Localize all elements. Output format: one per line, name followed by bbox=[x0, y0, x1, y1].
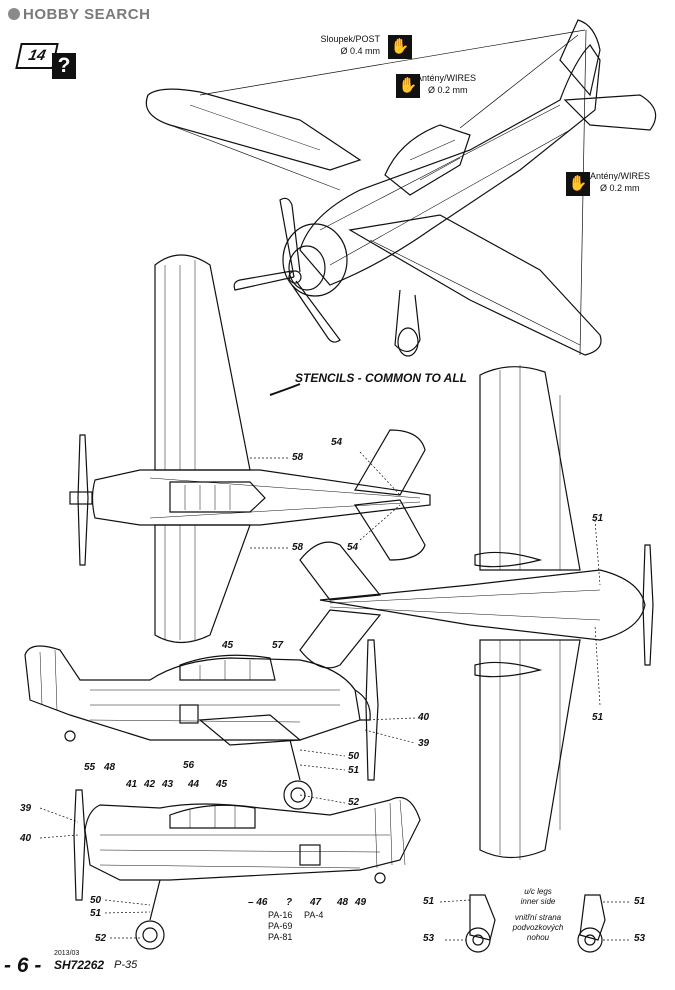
logo-text: HOBBY SEARCH bbox=[23, 6, 151, 23]
callout-number: 40 bbox=[20, 833, 32, 844]
hand-icon: ✋ bbox=[388, 35, 412, 59]
question-box: ? bbox=[52, 53, 76, 79]
callout-number: 42 bbox=[144, 779, 156, 790]
callout-number: 40 bbox=[418, 712, 430, 723]
hobby-search-logo: HOBBY SEARCH bbox=[8, 6, 150, 23]
side-view-upper bbox=[24, 639, 379, 810]
callout-number: 58 bbox=[292, 542, 304, 553]
hand-icon: ✋ bbox=[566, 172, 590, 196]
callout-number: 48 bbox=[104, 762, 116, 773]
callout-number: 41 bbox=[126, 779, 138, 790]
callout-number: 51 bbox=[592, 712, 604, 723]
pa-item: PA-81 bbox=[268, 932, 293, 942]
uc-legs-note: u/c legs inner side vnitřní strana podvo… bbox=[503, 887, 573, 943]
perspective-view bbox=[145, 19, 657, 357]
leader-lines bbox=[39, 451, 630, 941]
callout-number: 39 bbox=[418, 738, 430, 749]
callout-label: Antény/WIRES bbox=[590, 171, 651, 181]
callout-number: 53 bbox=[423, 933, 435, 944]
callout-number: ? bbox=[286, 897, 293, 908]
top-view bbox=[69, 254, 431, 644]
callout-number: 56 bbox=[183, 760, 195, 771]
pa-item: PA-69 bbox=[268, 921, 293, 931]
footer-date: 2013/03 bbox=[54, 950, 80, 957]
n46: 46 bbox=[256, 897, 268, 908]
callout-label: Antény/WIRES bbox=[416, 73, 477, 83]
uc-line: inner side bbox=[520, 897, 556, 906]
logo-mark-icon bbox=[8, 8, 20, 20]
uc-line: u/c legs bbox=[524, 887, 552, 896]
pa-list: PA-16 PA-69 PA-81 bbox=[268, 910, 292, 943]
callout-dim: Ø 0.2 mm bbox=[428, 85, 468, 95]
hand-icon: ✋ bbox=[396, 74, 420, 98]
callout-number: 53 bbox=[634, 933, 646, 944]
callout-number: 45 bbox=[216, 779, 228, 790]
pa-item: PA-16 bbox=[268, 910, 293, 920]
callout-number: 43 bbox=[162, 779, 174, 790]
model-name: P-35 bbox=[114, 959, 138, 971]
stencils-title: STENCILS - COMMON TO ALL bbox=[295, 371, 467, 385]
callout-number: 51 bbox=[592, 513, 604, 524]
callout-number: 57 bbox=[272, 640, 284, 651]
callout-label: Sloupek/POST bbox=[320, 34, 380, 44]
callout-number: 58 bbox=[292, 452, 304, 463]
callout-number: 49 bbox=[355, 897, 367, 908]
bottom-view bbox=[299, 365, 654, 860]
callout-number: 47 bbox=[310, 897, 322, 908]
callout-number: 54 bbox=[331, 437, 343, 448]
callout-post: Sloupek/POST Ø 0.4 mm bbox=[318, 33, 380, 57]
callout-number: 44 bbox=[188, 779, 200, 790]
uc-line: vnitřní strana bbox=[514, 913, 562, 922]
callout-number: 48 bbox=[337, 897, 349, 908]
product-code: SH72262 bbox=[54, 958, 105, 972]
callout-number: 51 bbox=[90, 908, 102, 919]
uc-line: podvozkových bbox=[512, 923, 564, 932]
callout-number: 54 bbox=[347, 542, 359, 553]
page-number: - 6 - bbox=[4, 954, 42, 977]
callout-dim: Ø 0.4 mm bbox=[340, 46, 380, 56]
callout-number: 51 bbox=[348, 765, 360, 776]
callout-number: 51 bbox=[634, 896, 646, 907]
uc-line: nohou bbox=[526, 933, 550, 942]
callout-dim: Ø 0.2 mm bbox=[600, 183, 640, 193]
callout-number: 39 bbox=[20, 803, 32, 814]
side-view-lower bbox=[73, 789, 421, 950]
callout-number: 52 bbox=[95, 933, 107, 944]
pa-side: PA-4 bbox=[304, 910, 324, 920]
callout-number: 52 bbox=[348, 797, 360, 808]
callout-number: 50 bbox=[90, 895, 102, 906]
callout-number: 51 bbox=[423, 896, 435, 907]
callout-wires-1: Antény/WIRES Ø 0.2 mm bbox=[416, 72, 480, 96]
callout-number: 50 bbox=[348, 751, 360, 762]
callout-number: – 46 bbox=[248, 897, 268, 908]
callout-number: 55 bbox=[84, 762, 96, 773]
callout-number: 45 bbox=[222, 640, 234, 651]
callout-wires-2: Antény/WIRES Ø 0.2 mm bbox=[590, 170, 658, 194]
